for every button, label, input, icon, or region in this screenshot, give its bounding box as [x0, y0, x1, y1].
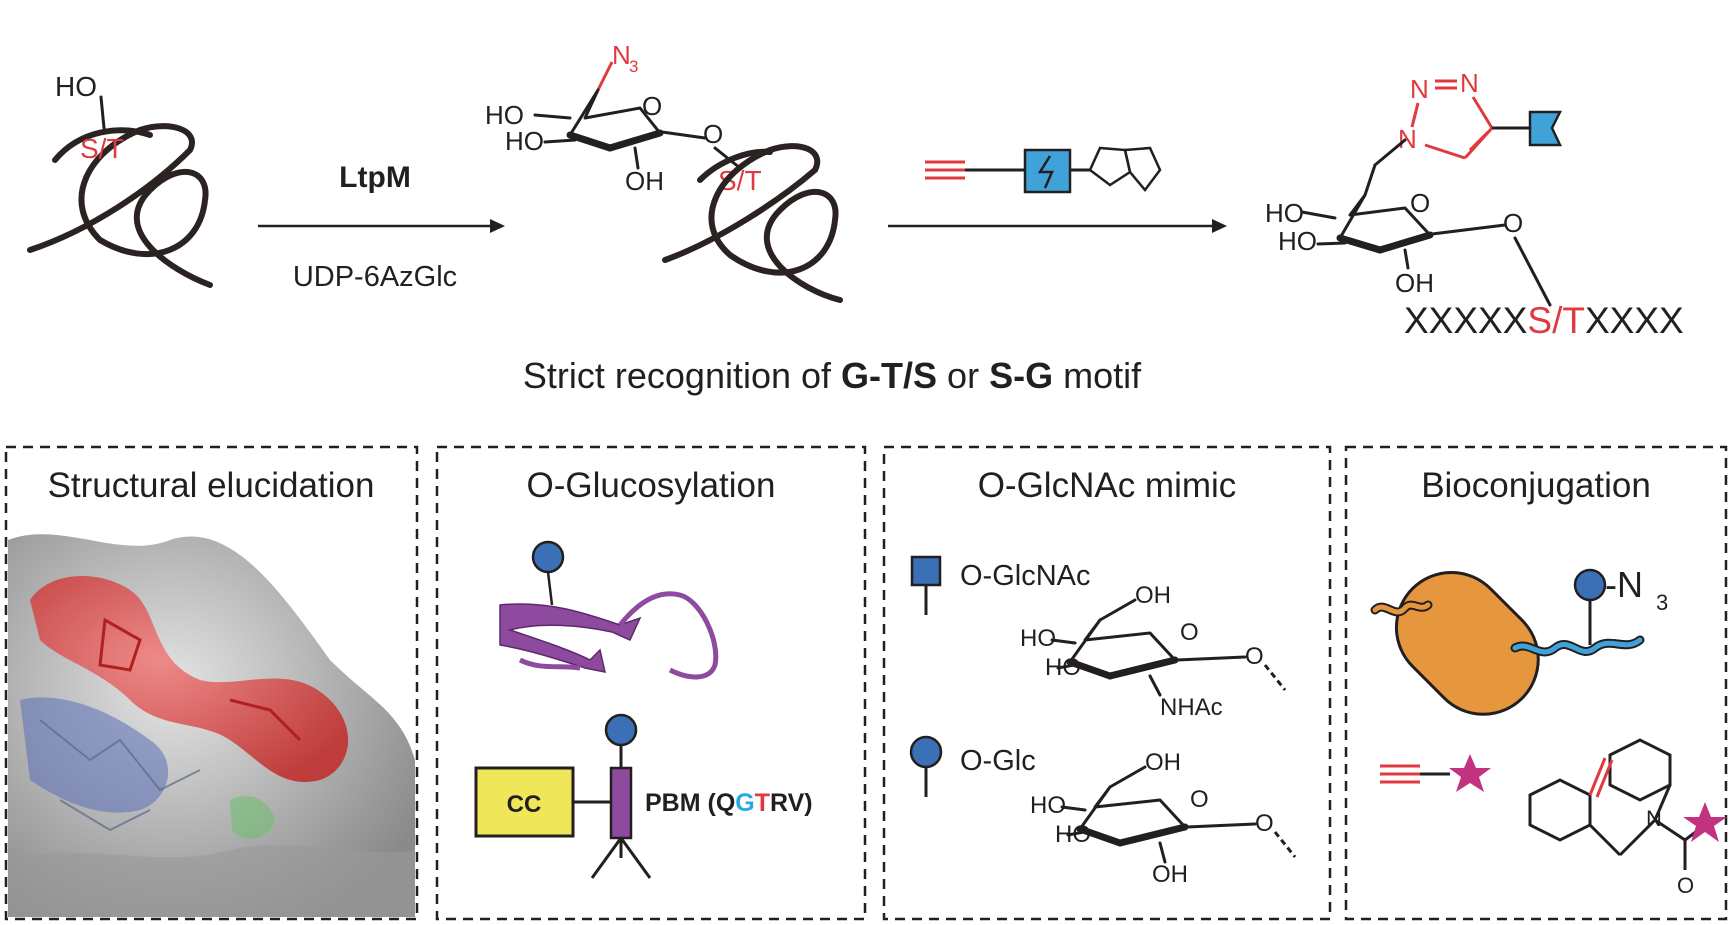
- glcnac-c6-hydroxyl: OH: [1135, 582, 1171, 609]
- panel-glucosylation-box: [435, 445, 867, 921]
- reaction-arrow-2: [888, 219, 1227, 233]
- c4-hydroxyl: HO: [485, 100, 524, 130]
- fluorophore-star-icon-2: [1683, 802, 1727, 842]
- glucose-symbol: [531, 540, 565, 574]
- alkyne-probe: [925, 146, 1162, 194]
- product-glycosidic-oxygen: O: [1503, 208, 1523, 238]
- cc-domain-box: [474, 766, 575, 838]
- dbco-carbonyl-oxygen: O: [1677, 873, 1694, 898]
- glycosidic-oxygen: O: [703, 119, 723, 149]
- cc-pbm-construct: CC PBM (QGTRV): [474, 713, 813, 879]
- pbm-domain-box: [609, 766, 633, 840]
- protein-substrate: HO S/T: [27, 71, 213, 288]
- azide-n-label: N: [612, 40, 631, 70]
- nhac-label: NHAc: [1160, 694, 1223, 721]
- ser-thr-label: S/T: [80, 133, 124, 164]
- product-c2-hydroxyl: OH: [1395, 268, 1434, 298]
- panel-title-glucosylation: O-Glucosylation: [527, 466, 776, 505]
- hydroxyl-label: HO: [55, 71, 97, 102]
- azide-subscript: 3: [629, 57, 638, 76]
- glc-c2-hydroxyl: OH: [1152, 861, 1188, 888]
- protein-surface-render: [8, 525, 415, 917]
- triazole-n2: N: [1460, 68, 1479, 98]
- glcnac-ring-oxygen: O: [1180, 619, 1199, 646]
- glc-circle-icon: [909, 735, 943, 769]
- hydroxyl-bond: [99, 95, 106, 130]
- triazole-product: N N N HO HO OH O O XXXXXS/TXXXX: [1265, 68, 1684, 341]
- product-c3-hydroxyl: HO: [1278, 226, 1317, 256]
- pbm-label: PBM (QGTRV): [645, 789, 813, 817]
- product-ring-oxygen: O: [1410, 188, 1430, 218]
- glcnac-legend-label: O-GlcNAc: [960, 560, 1091, 592]
- glc-structure: OH HO HO O O OH: [1030, 749, 1297, 888]
- panel-glcnac-box: [882, 445, 1332, 921]
- azide-label: -N: [1605, 564, 1643, 605]
- azido-glucose-symbol: [1573, 568, 1607, 602]
- protein-capsule: [1394, 570, 1540, 716]
- c2-hydroxyl: OH: [625, 166, 664, 196]
- panel-title-structural: Structural elucidation: [48, 466, 375, 505]
- glcnac-c4-hydroxyl: HO: [1020, 625, 1056, 652]
- azido-glucose-protein: N 3 HO HO OH O O S/T: [485, 40, 843, 303]
- glucose-symbol-2: [604, 713, 638, 747]
- panel-bioconjugation-box: [1344, 445, 1728, 921]
- probe-fragment: [1528, 110, 1563, 147]
- protein-azide-conjugate: -N 3: [1370, 564, 1668, 716]
- glc-glycosidic-oxygen: O: [1255, 810, 1274, 837]
- ring-oxygen: O: [642, 91, 662, 121]
- glc-c6-hydroxyl: OH: [1145, 749, 1181, 776]
- peptide-sequence: XXXXXS/TXXXX: [1404, 300, 1684, 341]
- triazole-n3: N: [1398, 124, 1417, 154]
- alkyne-dye: [1380, 754, 1491, 792]
- glcnac-legend: O-GlcNAc O-Glc: [909, 555, 1091, 797]
- panel-structural-box: [4, 445, 419, 921]
- panel-title-glcnac: O-GlcNAc mimic: [978, 466, 1237, 505]
- glcnac-c3-hydroxyl: HO: [1045, 654, 1081, 681]
- substrate-label: UDP-6AzGlc: [293, 261, 457, 293]
- dbco-dye: N O: [1528, 738, 1727, 898]
- cc-label: CC: [507, 791, 542, 818]
- panel-title-bioconjugation: Bioconjugation: [1421, 466, 1651, 505]
- glcnac-glycosidic-oxygen: O: [1245, 643, 1264, 670]
- triazole-n1: N: [1410, 74, 1429, 104]
- motif-caption: Strict recognition of G-T/S or S-G motif: [523, 355, 1142, 396]
- azide-label-subscript: 3: [1656, 590, 1668, 615]
- c3-hydroxyl: HO: [505, 126, 544, 156]
- glc-c3-hydroxyl: HO: [1055, 821, 1091, 848]
- product-c4-hydroxyl: HO: [1265, 198, 1304, 228]
- glc-c4-hydroxyl: HO: [1030, 792, 1066, 819]
- dbco-nitrogen: N: [1646, 806, 1662, 831]
- reaction-arrow-1: LtpM UDP-6AzGlc: [258, 161, 505, 293]
- fluorophore-star-icon: [1449, 754, 1491, 792]
- glucosylated-domain: [499, 540, 719, 680]
- glc-legend-label: O-Glc: [960, 745, 1036, 777]
- glcnac-structure: OH HO HO O O NHAc: [1020, 582, 1287, 721]
- enzyme-label: LtpM: [339, 161, 411, 194]
- glc-ring-oxygen: O: [1190, 786, 1209, 813]
- glcnac-square-icon: [910, 555, 942, 587]
